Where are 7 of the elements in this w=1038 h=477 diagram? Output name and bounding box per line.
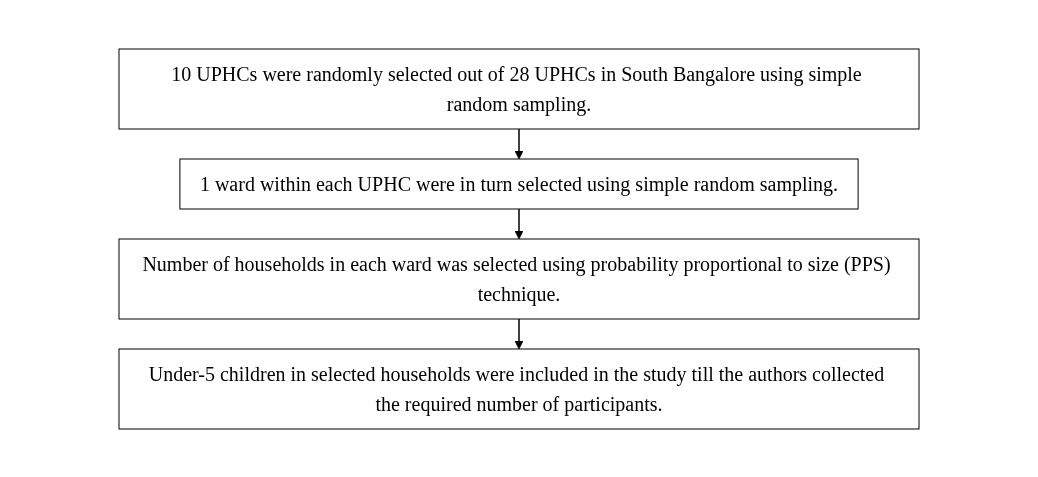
node-box: Under-5 children in selected households were included in the study till the authors collected the required number of participants. [118,348,920,429]
arrow [514,127,524,159]
node-box: 10 UPHCs were randomly selected out of 28 UPHCs in South Bangalore using simple random sampling. [118,48,920,129]
arrow [514,317,524,349]
node-box: 1 ward within each UPHC were in turn selected using simple random sampling. [179,158,859,209]
node-box: Number of households in each ward was selected using probability proportional to size (PPS) technique. [118,238,920,319]
arrow [514,207,524,239]
